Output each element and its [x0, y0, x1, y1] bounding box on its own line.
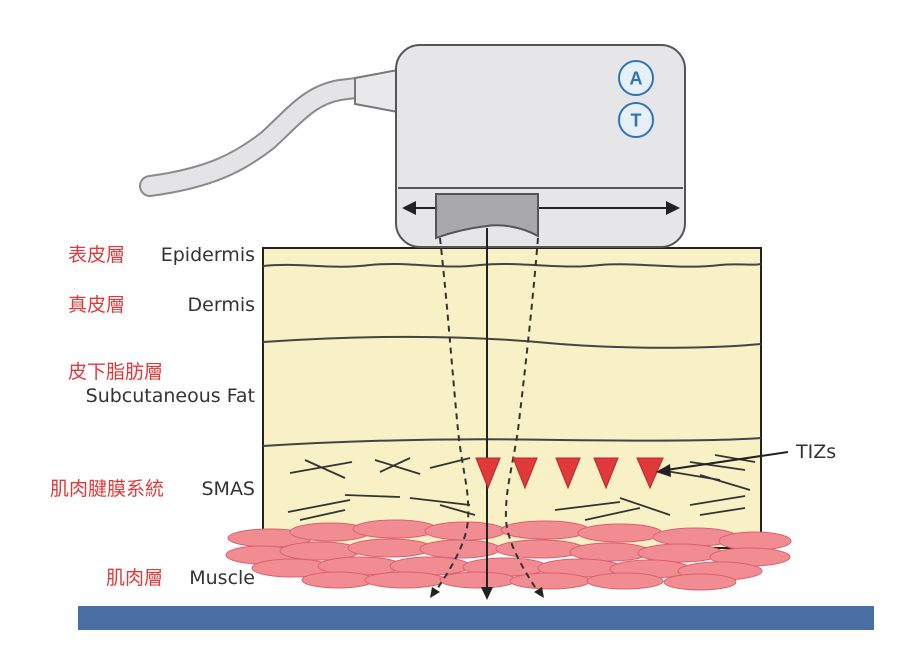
epidermis-boundary [262, 262, 762, 268]
muscle-layer [225, 519, 792, 591]
dermis-boundary [262, 335, 762, 349]
base-bar [78, 606, 874, 630]
tiz-marker [636, 457, 664, 490]
tiz-markers [475, 457, 664, 490]
muscle-label-zh: 肌肉層 [106, 567, 163, 589]
beam-center-arrowhead [481, 587, 493, 600]
smas-fibers [287, 454, 756, 521]
beam-right-arrowhead [534, 587, 544, 598]
button-t[interactable]: T [618, 102, 654, 138]
tiz-marker [555, 457, 581, 490]
arrow-left-head [402, 201, 416, 215]
tizs-pointer-head [656, 464, 671, 477]
transducer [435, 193, 539, 240]
device-cable-core [141, 77, 381, 195]
arrow-right-head [666, 201, 680, 215]
tissue-block [262, 247, 762, 549]
beam-right [504, 237, 541, 596]
fat-boundary [262, 437, 762, 447]
button-a-label: A [630, 69, 643, 89]
subcutaneous-fat-label-en: Subcutaneous Fat [86, 385, 255, 407]
beam-left-arrowhead [430, 587, 440, 598]
tiz-marker [475, 457, 501, 490]
tizs-pointer [665, 451, 789, 471]
tiz-marker [593, 457, 619, 490]
smas-label-zh: 肌肉腱膜系統 [50, 478, 164, 500]
subcutaneous-fat-label-zh: 皮下脂肪層 [68, 361, 163, 383]
tiz-marker [512, 457, 538, 490]
cable-connector [354, 68, 399, 114]
beam-left [432, 237, 470, 596]
button-t-label: T [631, 111, 642, 131]
epidermis-label-zh: 表皮層 [68, 244, 125, 266]
button-a[interactable]: A [618, 60, 654, 96]
dermis-label-en: Dermis [188, 294, 255, 316]
epidermis-label-en: Epidermis [161, 244, 255, 266]
tizs-label: TIZs [795, 441, 836, 463]
smas-label-en: SMAS [201, 478, 255, 500]
dermis-label-zh: 真皮層 [68, 294, 125, 316]
muscle-label-en: Muscle [189, 567, 255, 589]
